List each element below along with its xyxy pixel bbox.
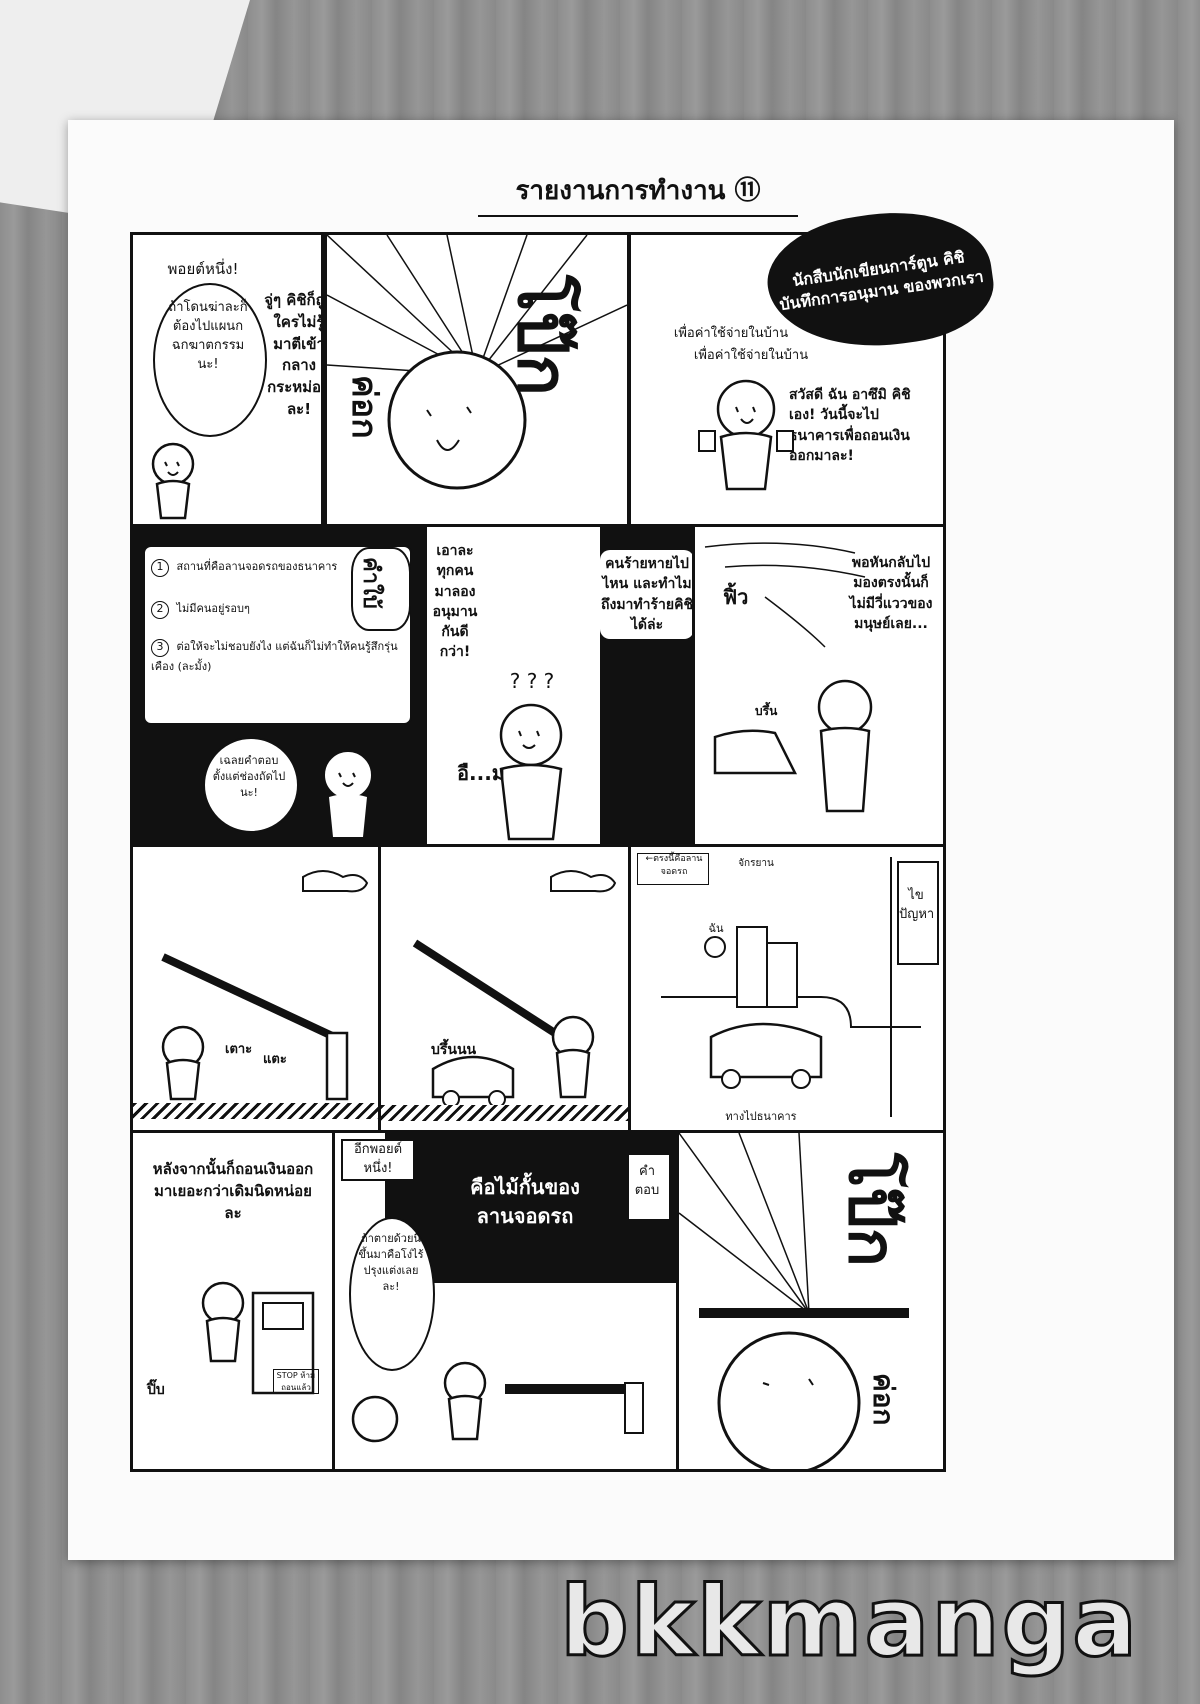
page-title: รายงานการทำงาน ⑪ bbox=[478, 170, 798, 217]
panel-7: ฟิ้ว บรึ้น พอหันกลับไปมองตรงนั้นก็ไม่มีว… bbox=[692, 524, 946, 848]
solution-box bbox=[897, 861, 939, 965]
wind-lines bbox=[704, 542, 873, 813]
panel-13: โป๊ก ค่อก bbox=[676, 1130, 946, 1472]
sfx-engine: บรึ้นนน bbox=[431, 1042, 477, 1058]
sfx-step-2: แตะ bbox=[263, 1052, 287, 1067]
answer-label: คำตอบ bbox=[634, 1164, 660, 1198]
panel-2: โป๊ก ค่อก bbox=[324, 232, 630, 528]
sfx-car: บรึ้น bbox=[755, 704, 778, 718]
character-thinking bbox=[499, 703, 563, 841]
character-pointing bbox=[325, 752, 371, 837]
clue-number: 3 bbox=[151, 639, 169, 657]
speech-text: ถ้าโดนฆ่าละก็ต้องไปแผนกฉกฆาตกรรมนะ! bbox=[168, 300, 248, 372]
panel-10: ←ตรงนี้คือลานจอดรถ จักรยาน ฉัน ทางไปธนาค… bbox=[628, 844, 946, 1134]
point-label: อีกพอยต์หนึ่ง! bbox=[341, 1139, 415, 1181]
gate-scene bbox=[351, 1361, 644, 1443]
sfx-small: ค่อก bbox=[344, 375, 384, 439]
character-happy bbox=[698, 379, 794, 491]
panel-11: หลังจากนั้นก็ถอนเงินออกมาเยอะกว่าเดิมนิด… bbox=[130, 1130, 336, 1472]
map-label-bike: จักรยาน bbox=[738, 858, 774, 869]
watermark: bkkmanga bbox=[558, 1565, 1140, 1680]
map-label-bank: ทางไปธนาคาร bbox=[725, 1110, 797, 1123]
map-label-box bbox=[637, 853, 709, 885]
sfx-big: โป๊ก bbox=[502, 275, 581, 396]
map-label-parking: ←ตรงนี้คือลานจอดรถ bbox=[645, 854, 703, 878]
clue-1: 1 สถานที่คือลานจอดรถของธนาคาร bbox=[151, 557, 351, 577]
character-small bbox=[151, 442, 195, 520]
sfx-wind: ฟิ้ว bbox=[723, 585, 749, 609]
ground bbox=[133, 1103, 379, 1119]
hint-bubble bbox=[203, 737, 299, 833]
sfx-hint-burst bbox=[351, 547, 411, 631]
question-marks: ? ? ? bbox=[509, 669, 555, 693]
clue-2: 2 ไม่มีคนอยู่รอบๆ bbox=[151, 599, 351, 619]
gate-scene bbox=[161, 870, 369, 1101]
panel-12: คือไม้กั้นของลานจอดรถ คำตอบ อีกพอยต์หนึ่… bbox=[332, 1130, 680, 1472]
point-label: พอยต์หนึ่ง! bbox=[167, 260, 239, 278]
sfx-hmm: อื...ม bbox=[457, 761, 505, 785]
speech-text: คนร้ายหายไปไหน และทำไมถึงมาทำร้ายคิชิได้… bbox=[600, 550, 694, 640]
thought-line-1: เพื่อค่าใช้จ่ายในบ้าน bbox=[673, 326, 789, 341]
answer-text: คือไม้กั้นของลานจอดรถ bbox=[470, 1175, 580, 1228]
gate-car-scene bbox=[412, 870, 617, 1108]
panel-1: พอยต์หนึ่ง! ถ้าโดนฆ่าละก็ต้องไปแผนกฉกฆาต… bbox=[130, 232, 324, 528]
ground bbox=[381, 1105, 629, 1121]
sfx-big: โป๊ก bbox=[834, 1153, 908, 1267]
clue-number: 1 bbox=[151, 559, 169, 577]
speech-text: พอหันกลับไปมองตรงนั้นก็ไม่มีวี่แววของมนุ… bbox=[849, 555, 933, 632]
thought-line-2: เพื่อค่าใช้จ่ายในบ้าน bbox=[693, 348, 809, 363]
map-label-me: ฉัน bbox=[708, 922, 724, 935]
narration-text: จู่ๆ คิชิก็ถูกใครไม่รู้มาตีเข้ากลางกระหม… bbox=[264, 291, 334, 418]
speech-text: เอาละ ทุกคนมาลองอนุมานกันดีกว่า! bbox=[432, 543, 478, 661]
speech-text: ถ้าตายด้วยนี่ขึ้นมาคือโง่ไร้ปรุงแต่งเลยล… bbox=[358, 1232, 424, 1293]
clue-text: ไม่มีคนอยู่รอบๆ bbox=[176, 602, 250, 615]
panel-4: 1 สถานที่คือลานจอดรถของธนาคาร 2 ไม่มีคนอ… bbox=[130, 524, 428, 848]
clue-number: 2 bbox=[151, 601, 169, 619]
panel-9: บรึ้นนน bbox=[378, 844, 632, 1134]
impact-scene bbox=[679, 1133, 909, 1469]
sfx-beep: ปิ๊บ bbox=[147, 1382, 165, 1398]
clue-text: ต่อให้จะไม่ชอบยังไง แต่ฉันก็ไม่ทำให้คนรู… bbox=[151, 640, 398, 673]
panel-8: เตาะ แตะ bbox=[130, 844, 382, 1134]
panel-5: เอาละ ทุกคนมาลองอนุมานกันดีกว่า! ? ? ? อ… bbox=[424, 524, 606, 848]
atm-sign: STOP ห้ามถอนแล้ว bbox=[273, 1369, 319, 1395]
answer-label-box bbox=[627, 1153, 671, 1221]
narration-text: หลังจากนั้นก็ถอนเงินออกมาเยอะกว่าเดิมนิด… bbox=[152, 1160, 314, 1222]
map-diagram bbox=[661, 857, 921, 1117]
solution-label: ไขปัญหา bbox=[899, 888, 935, 922]
speech-bubble bbox=[153, 283, 267, 437]
hint-text: เฉลยคำตอบตั้งแต่ช่องถัดไปนะ! bbox=[212, 754, 286, 799]
speech-text: สวัสดี ฉัน อาซึมิ คิชิเอง! วันนี้จะไปธนา… bbox=[789, 387, 911, 464]
sfx-hint: คำใบ้ bbox=[358, 557, 383, 609]
sfx-small: ค่อก bbox=[867, 1373, 900, 1426]
clue-3: 3 ต่อให้จะไม่ชอบยังไง แต่ฉันก็ไม่ทำให้คน… bbox=[151, 637, 406, 675]
impact-lines bbox=[327, 235, 627, 490]
sfx-step-1: เตาะ bbox=[225, 1042, 253, 1057]
clue-text: สถานที่คือลานจอดรถของธนาคาร bbox=[176, 560, 338, 573]
manga-page: รายงานการทำงาน ⑪ พอยต์หนึ่ง! ถ้าโดนฆ่าละ… bbox=[68, 120, 1174, 1560]
atm-scene bbox=[201, 1281, 315, 1395]
speech-bubble bbox=[349, 1217, 435, 1371]
